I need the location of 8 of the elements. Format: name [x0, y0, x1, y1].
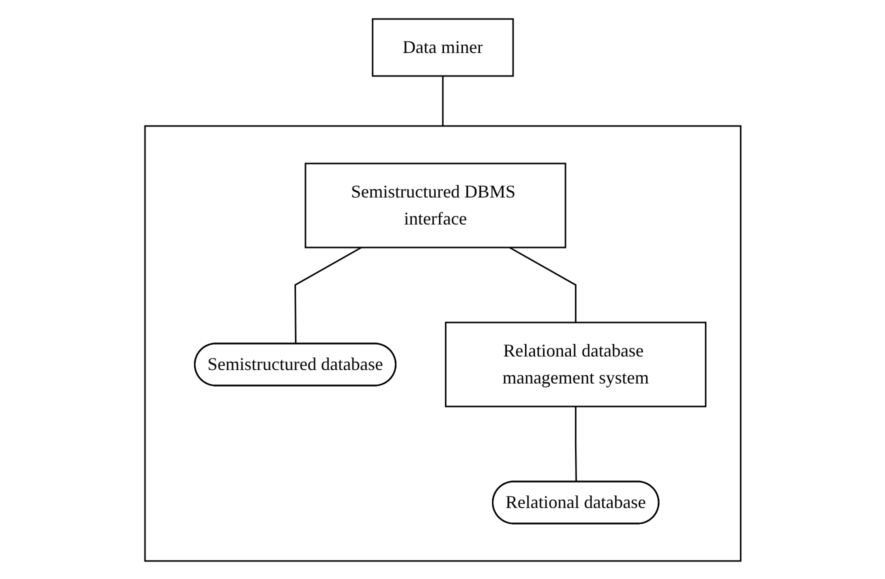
cluster: [144, 124, 742, 562]
connector: [574, 406, 577, 482]
node-box: Data miner: [372, 18, 514, 76]
connector: [442, 76, 444, 126]
node-box: Relational database management system: [444, 321, 706, 407]
node-box: Semistructured DBMS interface: [304, 162, 566, 248]
connector: [294, 246, 362, 344]
connector: [508, 246, 576, 322]
